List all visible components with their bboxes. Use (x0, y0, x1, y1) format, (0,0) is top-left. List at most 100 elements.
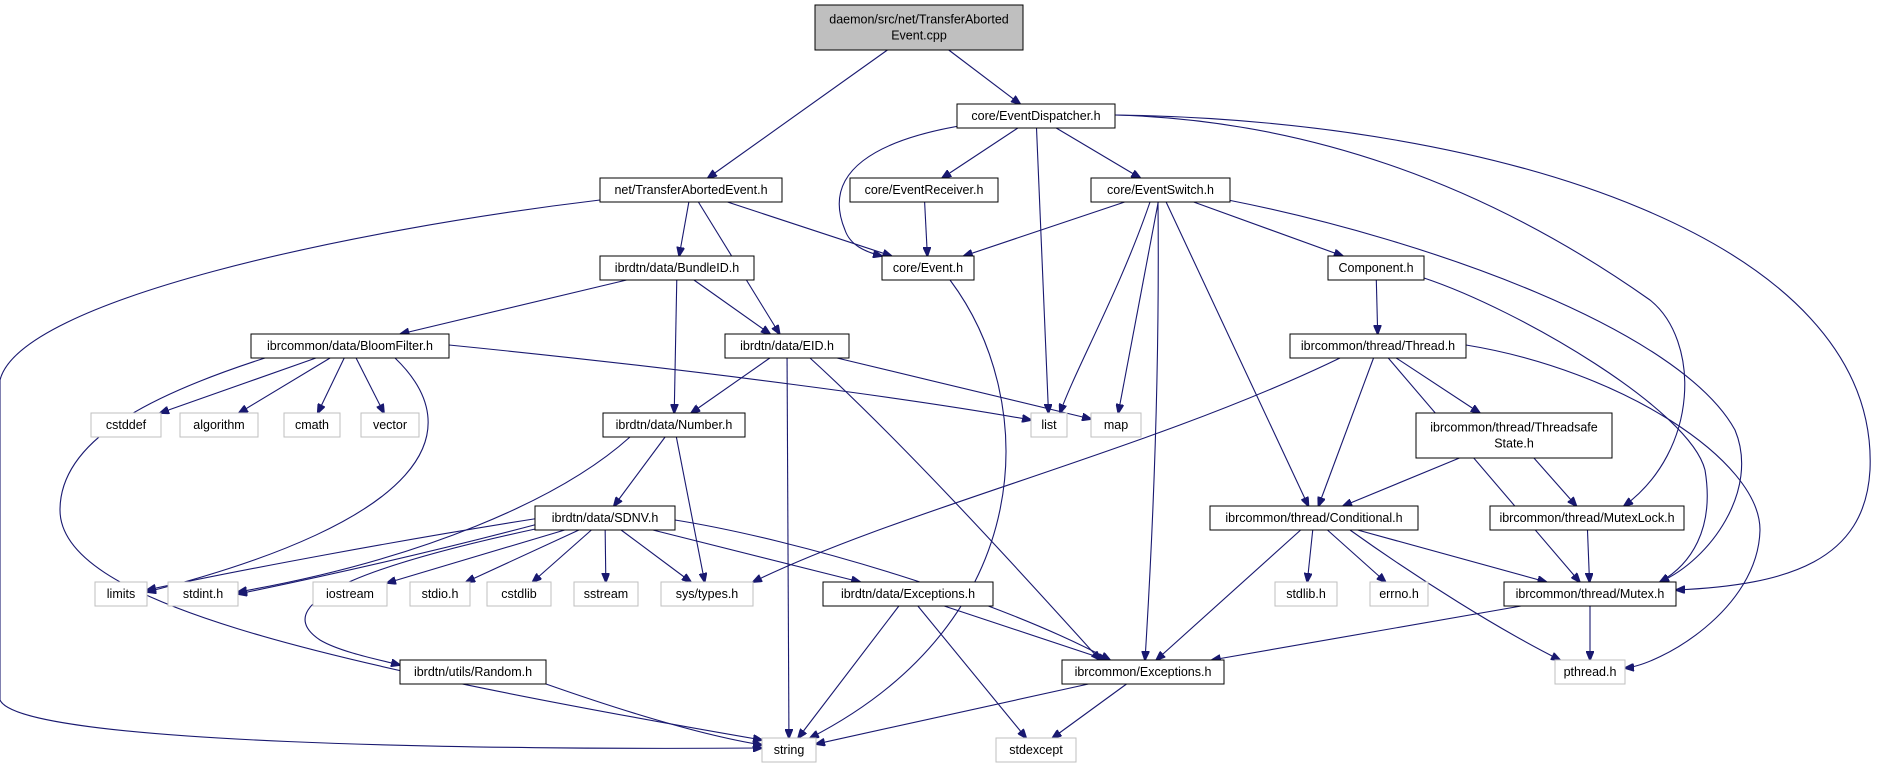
edge-n2-n36 (0, 199, 762, 748)
edge-n19-n29 (652, 529, 860, 582)
node-box (1489, 505, 1685, 531)
node-core-eventdispatcher-h[interactable]: core/EventDispatcher.h (956, 103, 1116, 129)
node-label: ibrcommon/Exceptions.h (1075, 665, 1212, 679)
edge-n20-n34 (1156, 529, 1302, 660)
edge-n6-n8 (400, 279, 627, 334)
edge-n29-n34 (943, 605, 1107, 660)
node-label: list (1041, 418, 1057, 432)
edge-n7-n10 (1376, 279, 1377, 334)
node-box (995, 737, 1077, 763)
edge-n4-n15 (1060, 201, 1151, 413)
node-stdio-h: stdio.h (409, 581, 471, 607)
node-ibrcommon-thread-conditional-h[interactable]: ibrcommon/thread/Conditional.h (1209, 505, 1419, 531)
edge-n8-n12 (239, 357, 331, 413)
edge-n19-n33 (304, 527, 541, 665)
node-label: map (1104, 418, 1128, 432)
node-box (573, 581, 639, 607)
edge-n1-n15 (1035, 127, 1049, 413)
node-stdexcept: stdexcept (995, 737, 1077, 763)
edge-n1-n32 (1114, 114, 1871, 590)
node-label: Event.cpp (891, 29, 947, 43)
edge-n4-n7 (1193, 201, 1343, 256)
node-label: ibrdtn/data/Number.h (616, 418, 733, 432)
edge-n33-n36 (545, 683, 762, 745)
edge-n34-n36 (816, 683, 1089, 744)
node-box (312, 581, 388, 607)
edge-n34-n37 (1052, 683, 1127, 738)
node-ibrdtn-data-exceptions-h[interactable]: ibrdtn/data/Exceptions.h (822, 581, 994, 607)
node-box (1090, 177, 1231, 203)
node-box (1274, 581, 1338, 607)
node-box (1415, 412, 1613, 459)
node-ibrcommon-exceptions-h[interactable]: ibrcommon/Exceptions.h (1061, 659, 1225, 685)
edge-n8-n11 (160, 357, 317, 413)
node-box (360, 412, 420, 438)
edge-n19-n34 (674, 519, 1110, 660)
edge-n20-n32 (1357, 529, 1547, 582)
node-label: limits (107, 587, 135, 601)
node-ibrdtn-data-bundleid-h[interactable]: ibrdtn/data/BundleID.h (599, 255, 755, 281)
edge-n17-n19 (614, 436, 666, 506)
node-ibrcommon-data-bloomfilter-h[interactable]: ibrcommon/data/BloomFilter.h (250, 333, 450, 359)
node-box (881, 255, 975, 281)
nodes-layer: daemon/src/net/TransferAbortedEvent.cpp c… (90, 4, 1685, 763)
node-ibrcommon-thread-mutex-h[interactable]: ibrcommon/thread/Mutex.h (1503, 581, 1677, 607)
edge-n3-n5 (925, 201, 928, 256)
node-list: list (1030, 412, 1068, 438)
node-label: net/TransferAbortedEvent.h (614, 183, 767, 197)
edge-n32-n34 (1212, 605, 1522, 660)
edge-n19-n24 (387, 529, 565, 583)
node-ibrdtn-data-number-h[interactable]: ibrdtn/data/Number.h (602, 412, 746, 438)
edge-n29-n37 (917, 605, 1026, 738)
node-label: core/EventSwitch.h (1107, 183, 1214, 197)
node-algorithm: algorithm (179, 412, 259, 438)
edge-n19-n25 (466, 529, 580, 582)
node-pthread-h: pthread.h (1554, 659, 1626, 685)
node-ibrdtn-data-eid-h[interactable]: ibrdtn/data/EID.h (724, 333, 850, 359)
node-component-h[interactable]: Component.h (1327, 255, 1425, 281)
node-box (814, 4, 1024, 51)
node-box (849, 177, 999, 203)
node-net-transferabortedevent-h[interactable]: net/TransferAbortedEvent.h (599, 177, 783, 203)
edge-n10-n35 (1465, 344, 1761, 668)
node-label: stdexcept (1009, 743, 1063, 757)
node-box (602, 412, 746, 438)
edge-n18-n20 (1343, 457, 1460, 506)
node-string: string (761, 737, 817, 763)
node-label: ibrcommon/thread/Thread.h (1301, 339, 1455, 353)
edge-n2-n5 (727, 201, 891, 256)
edge-n10-n32 (1387, 357, 1579, 582)
node-box (599, 177, 783, 203)
node-box (724, 333, 850, 359)
node-ibrcommon-thread-thread-h[interactable]: ibrcommon/thread/Thread.h (1289, 333, 1467, 359)
node-label: sstream (584, 587, 628, 601)
edge-n9-n17 (691, 357, 771, 413)
edge-n20-n35 (1349, 529, 1560, 660)
node-box (250, 333, 450, 359)
node-box (822, 581, 994, 607)
edge-n19-n22 (147, 517, 541, 590)
node-core-eventswitch-h[interactable]: core/EventSwitch.h (1090, 177, 1231, 203)
node-label: ibrcommon/thread/Threadsafe (1430, 421, 1597, 435)
edge-n8-n22 (147, 357, 429, 592)
edge-n17-n23 (238, 436, 631, 592)
node-errno-h: errno.h (1369, 581, 1429, 607)
node-label: ibrdtn/data/SDNV.h (552, 511, 659, 525)
node-ibrdtn-utils-random-h[interactable]: ibrdtn/utils/Random.h (399, 659, 547, 685)
node-box (486, 581, 552, 607)
node-box (409, 581, 471, 607)
edge-n19-n28 (620, 529, 691, 582)
node-core-eventreceiver-h[interactable]: core/EventReceiver.h (849, 177, 999, 203)
node-box (1327, 255, 1425, 281)
node-ibrcommon-thread-mutexlock-h[interactable]: ibrcommon/thread/MutexLock.h (1489, 505, 1685, 531)
node-label: stdio.h (422, 587, 459, 601)
edge-n21-n32 (1587, 529, 1589, 582)
node-box (1289, 333, 1467, 359)
node-label: cstddef (106, 418, 147, 432)
node-box (1554, 659, 1626, 685)
node-label: daemon/src/net/TransferAborted (829, 13, 1009, 27)
node-core-event-h[interactable]: core/Event.h (881, 255, 975, 281)
node-ibrdtn-data-sdnv-h[interactable]: ibrdtn/data/SDNV.h (534, 505, 676, 531)
